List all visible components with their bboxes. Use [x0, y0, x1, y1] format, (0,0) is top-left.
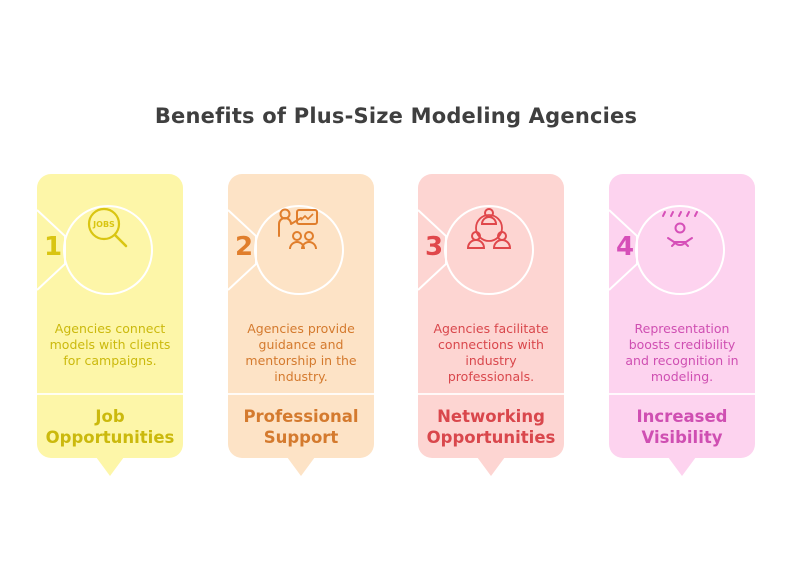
- card-description: Representation boosts credibility and re…: [625, 321, 739, 384]
- card-number: 3: [425, 232, 444, 262]
- mentorship-icon: [278, 208, 318, 250]
- card-decoration: [609, 205, 725, 295]
- card-label: Networking Opportunities: [426, 407, 556, 447]
- card-divider: [418, 393, 564, 395]
- spotlight-person-icon: [662, 211, 698, 247]
- card-pointer: [287, 457, 315, 476]
- card-professional-support: 2 Agencies provide guidance and mentorsh…: [228, 174, 374, 476]
- card-pointer: [668, 457, 696, 476]
- card-networking-opportunities: 3 Agencies facilitate connections with i…: [418, 174, 564, 476]
- page-title: Benefits of Plus-Size Modeling Agencies: [154, 104, 638, 128]
- card-label: Professional Support: [243, 407, 359, 447]
- card-pointer: [477, 457, 505, 476]
- card-divider: [228, 393, 374, 395]
- card-decoration: [37, 205, 153, 295]
- card-pointer: [96, 457, 124, 476]
- card-label: Increased Visibility: [636, 407, 728, 447]
- card-decoration: [418, 205, 534, 295]
- jobs-icon-text: JOBS: [92, 220, 115, 229]
- card-number: 2: [235, 232, 254, 262]
- card-divider: [37, 393, 183, 395]
- card-label: Job Opportunities: [45, 407, 175, 447]
- card-divider: [609, 393, 755, 395]
- card-description: Agencies connect models with clients for…: [49, 321, 171, 368]
- card-number: 4: [616, 232, 635, 262]
- network-icon: [466, 208, 512, 249]
- card-description: Agencies facilitate connections with ind…: [433, 321, 549, 384]
- card-number: 1: [44, 232, 63, 262]
- card-description: Agencies provide guidance and mentorship…: [245, 321, 357, 384]
- jobs-search-icon: JOBS: [87, 207, 128, 248]
- card-job-opportunities: 1 JOBS Agencies connect models with clie…: [37, 174, 183, 476]
- card-increased-visibility: 4 Representation boosts credibility and …: [609, 174, 755, 476]
- card-decoration: [228, 205, 344, 295]
